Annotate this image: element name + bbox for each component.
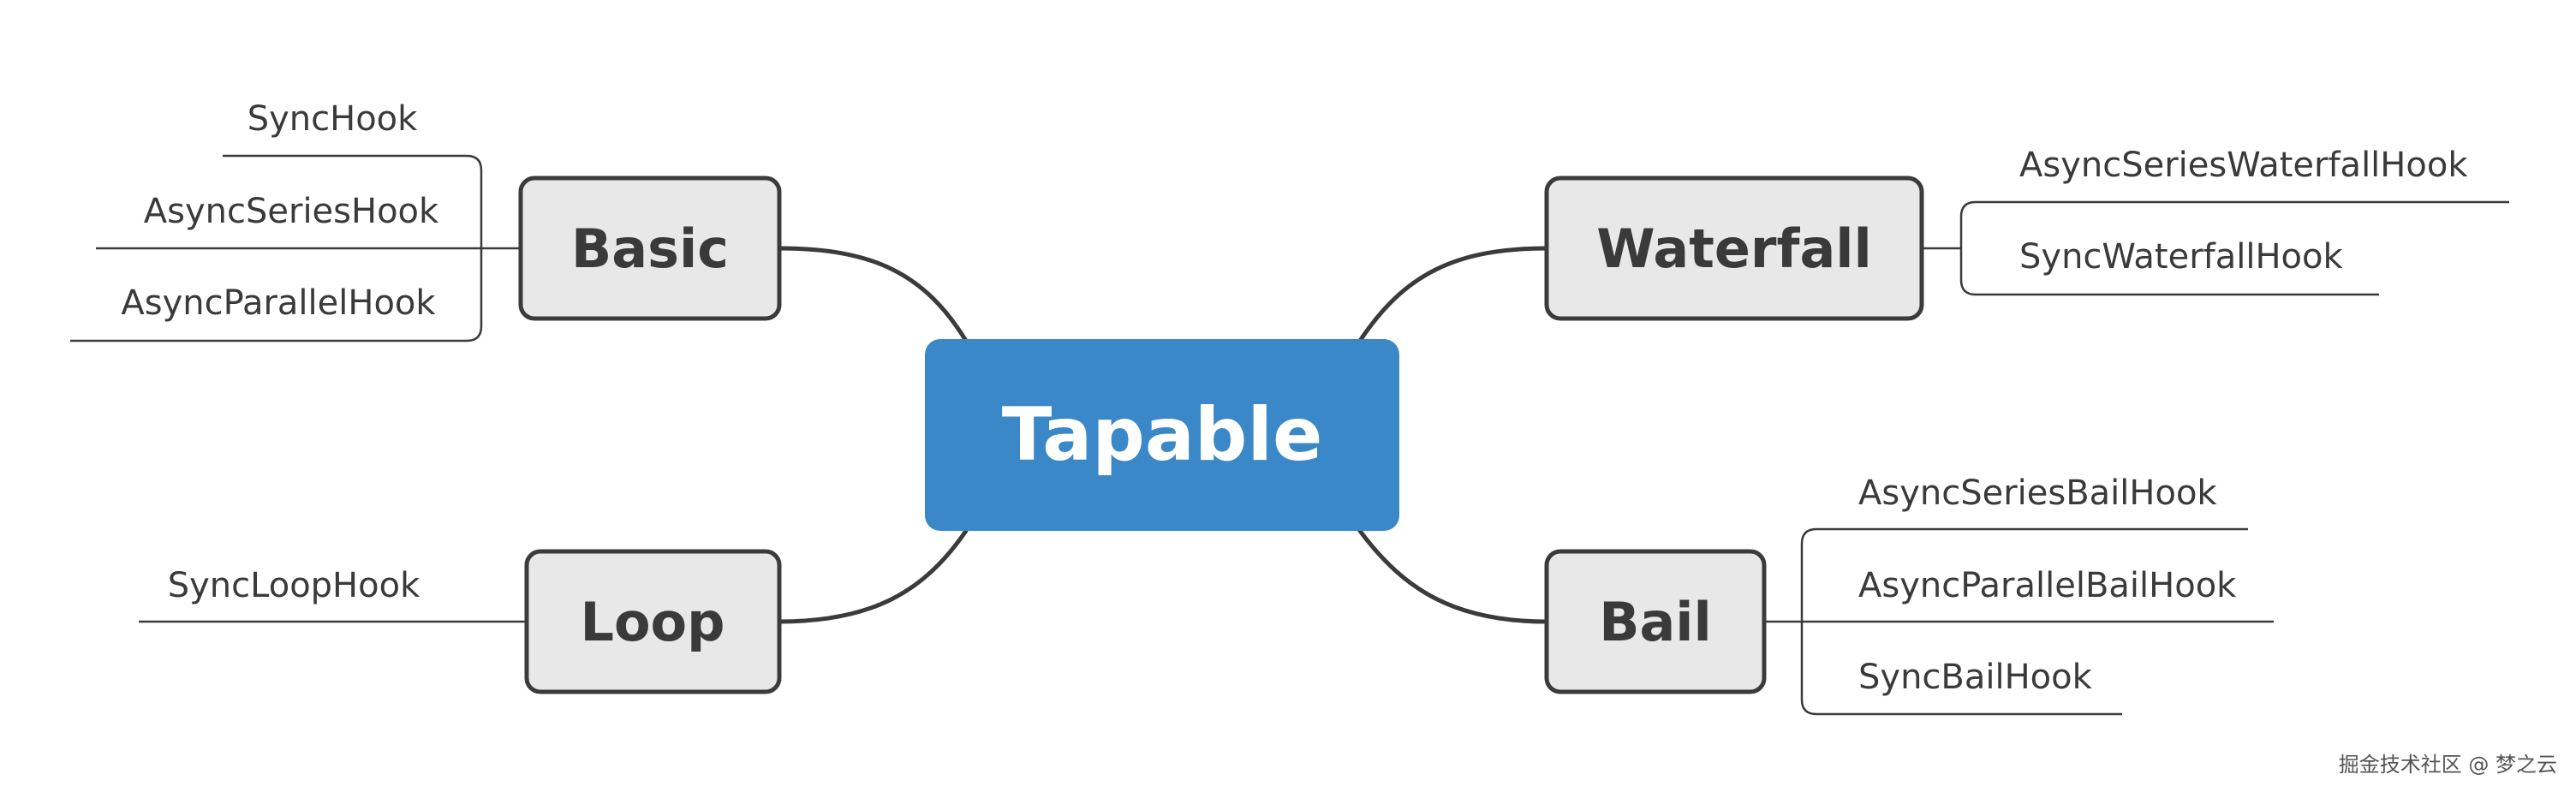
leaf-synchook[interactable]: SyncHook	[247, 99, 418, 139]
leaf-syncbailhook[interactable]: SyncBailHook	[1858, 658, 2093, 697]
connector-loop	[777, 528, 969, 624]
branch-waterfall-label: Waterfall	[1596, 217, 1872, 280]
leaf-synclooophook[interactable]: SyncLoopHook	[168, 566, 420, 605]
branch-basic[interactable]: Basic	[518, 176, 782, 321]
branch-loop-label: Loop	[580, 591, 724, 653]
leaf-asyncseriesbailhook[interactable]: AsyncSeriesBailHook	[1858, 473, 2217, 513]
branch-bail-box	[1544, 549, 1767, 694]
branch-basic-box	[518, 176, 782, 321]
branch-basic-label: Basic	[571, 217, 729, 280]
connector-bail	[1357, 528, 1549, 624]
waterfall-leaf-lines	[1922, 200, 2509, 296]
center-node[interactable]: Tapable	[925, 339, 1399, 531]
leaf-asyncserieshook[interactable]: AsyncSeriesHook	[144, 192, 439, 231]
leaf-asyncparallelhook[interactable]: AsyncParallelHook	[121, 283, 436, 323]
center-node-label: Tapable	[1002, 392, 1323, 478]
branch-bail-label: Bail	[1599, 591, 1712, 653]
leaf-asyncserieswaterfallhook[interactable]: AsyncSeriesWaterfallHook	[2019, 146, 2468, 185]
connector-basic	[777, 246, 969, 343]
leaf-asyncparallelbailhook[interactable]: AsyncParallelBailHook	[1858, 566, 2237, 605]
center-node-box	[925, 339, 1399, 531]
branch-bail[interactable]: Bail	[1544, 549, 1767, 694]
branch-loop-box	[524, 549, 782, 694]
leaf-syncwaterfallhook[interactable]: SyncWaterfallHook	[2019, 237, 2343, 277]
branch-waterfall-box	[1544, 176, 1924, 321]
watermark: 掘金技术社区 @ 梦之云	[2339, 753, 2557, 777]
connector-waterfall	[1357, 246, 1549, 343]
basic-leaf-lines	[70, 154, 521, 342]
branch-loop[interactable]: Loop	[524, 549, 782, 694]
bail-leaf-lines	[1764, 527, 2274, 716]
branch-waterfall[interactable]: Waterfall	[1544, 176, 1924, 321]
